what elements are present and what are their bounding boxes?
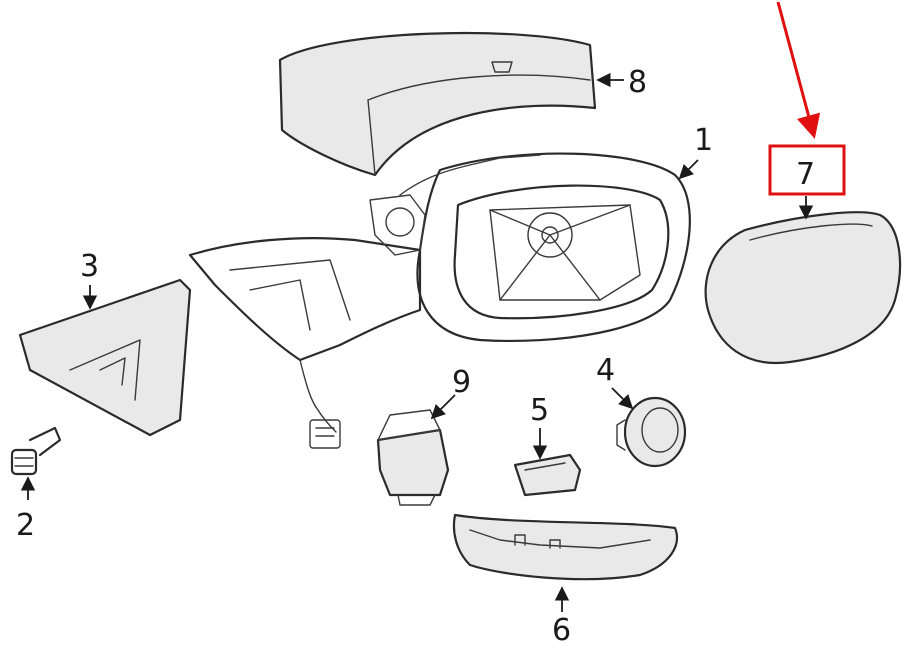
part-bolt [10,426,62,476]
leader-9 [430,394,456,420]
part-actuator-disc [616,396,687,468]
part-mirror-glass [704,211,902,365]
callout-6: 6 [552,613,571,648]
leader-lines [20,72,814,612]
part-light-module [513,453,582,497]
highlight-callout-7 [768,1,846,196]
highlight-box [768,144,846,196]
leader-4 [611,387,634,410]
part-motor-unit [376,409,450,506]
callout-labels: 1 2 3 4 5 6 7 8 9 [16,65,815,648]
callout-1: 1 [694,123,713,158]
part-turn-signal-lamp [452,513,678,581]
part-bracket [18,278,192,437]
callout-7: 7 [796,157,815,192]
callout-5: 5 [530,393,549,428]
callout-9: 9 [452,365,471,400]
part-mirror-housing [399,152,691,343]
part-mirror-cap [278,31,597,177]
leader-1 [678,159,699,180]
callout-4: 4 [596,353,615,388]
callout-3: 3 [80,249,99,284]
callout-2: 2 [16,508,35,543]
highlight-arrow [776,1,821,139]
part-mirror-base [188,194,426,449]
callout-8: 8 [628,65,647,100]
